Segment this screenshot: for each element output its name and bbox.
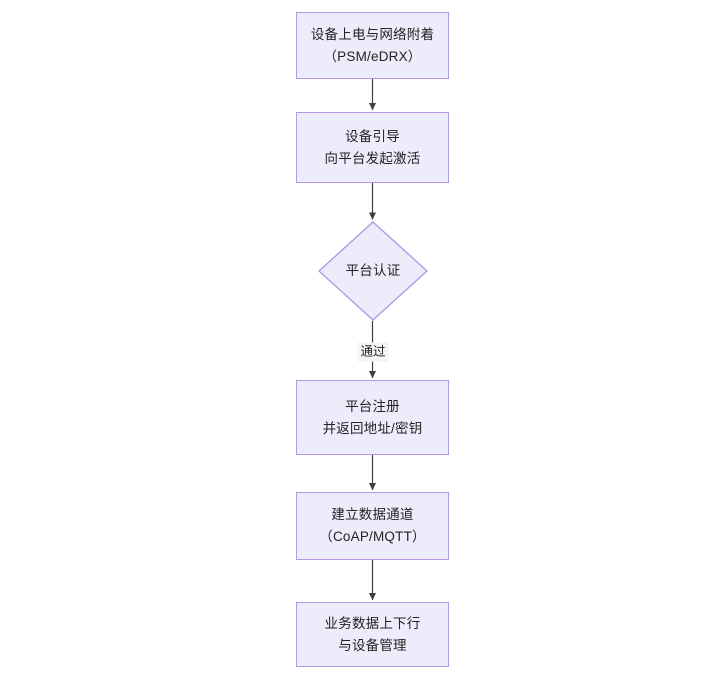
node-data-channel[interactable]: 建立数据通道 （CoAP/MQTT） [296, 492, 449, 560]
edge-label-pass: 通过 [357, 342, 389, 362]
node-power-on[interactable]: 设备上电与网络附着 （PSM/eDRX） [296, 12, 449, 79]
node-platform-register[interactable]: 平台注册 并返回地址/密钥 [296, 380, 449, 455]
node-platform-auth[interactable]: 平台认证 [318, 221, 428, 321]
node-business-data[interactable]: 业务数据上下行 与设备管理 [296, 602, 449, 667]
node-platform-auth-label: 平台认证 [345, 263, 401, 278]
node-bootstrap[interactable]: 设备引导 向平台发起激活 [296, 112, 449, 183]
diamond-shape [318, 221, 428, 321]
